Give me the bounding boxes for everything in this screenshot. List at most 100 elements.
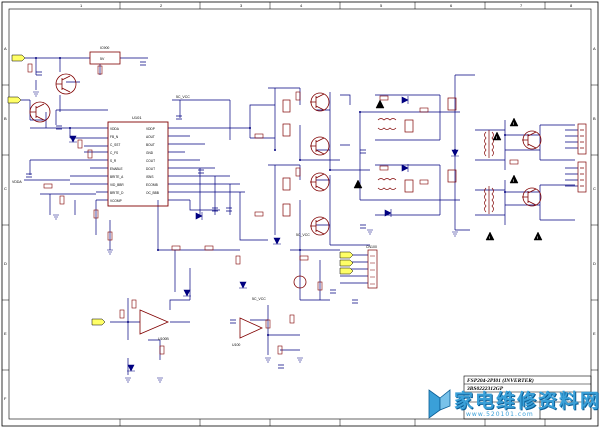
- ic-pin-left: ENABLE: [110, 167, 123, 171]
- ic-pin-left: C_FS: [110, 151, 118, 155]
- cn100-body: [367, 249, 378, 289]
- warning-triangle-icon: [492, 131, 502, 141]
- vcc-label: 5C_VCC: [252, 297, 266, 301]
- opamp-ref: U100: [232, 343, 240, 347]
- watermark: 家电维修资料网 www.520101.com: [426, 384, 599, 424]
- ic-pin-right: AOUT: [146, 135, 155, 139]
- ic-u101-ref: U101: [132, 115, 142, 120]
- svg-text:!: !: [489, 235, 490, 240]
- warning-triangle-icon: [353, 179, 363, 189]
- col-label: 5: [380, 3, 383, 8]
- warning-marks: !!! !!: [489, 121, 538, 240]
- col-label: 6: [450, 3, 453, 8]
- junctions: [35, 57, 506, 336]
- ic-pin-left: BRITE_A: [110, 175, 124, 179]
- ic-pin-right: DOUT: [146, 167, 155, 171]
- row-label: D: [4, 261, 7, 266]
- regulator-body: [89, 51, 121, 65]
- warning-triangle-icon: [485, 231, 495, 241]
- wires: [18, 57, 578, 375]
- row-label: D: [593, 261, 596, 266]
- regulator-ref: IC900: [100, 46, 109, 50]
- row-label: F: [593, 396, 596, 401]
- border-rows-left: A B C D E F: [4, 46, 7, 401]
- row-label: C: [4, 186, 7, 191]
- net-labels: 5C_VCC 5C_VCC 5C_VCC VDDA: [12, 95, 310, 301]
- col-label: 7: [520, 3, 523, 8]
- watermark-text: 家电维修资料网: [454, 390, 600, 412]
- row-label: B: [4, 116, 7, 121]
- warning-triangle-icon: [509, 117, 519, 127]
- vcc-label: 5C_VCC: [176, 95, 190, 99]
- svg-text:!: !: [513, 121, 514, 126]
- col-label: 2: [160, 3, 163, 8]
- row-label: E: [593, 331, 596, 336]
- warning-triangle-icon: [375, 99, 385, 109]
- vdda-label: VDDA: [12, 180, 22, 184]
- svg-text:!: !: [496, 135, 497, 140]
- ic-pin-right: COUT: [146, 159, 155, 163]
- port-tag: [339, 267, 354, 275]
- regulator-ic900: IC900 5V: [89, 46, 121, 65]
- watermark-logo-icon: [428, 389, 451, 419]
- row-label: E: [4, 331, 7, 336]
- ic-pin-right: GND: [146, 151, 154, 155]
- ic-u101: U101 VDDA FB_N C_SST C_FS S_R ENABLE BRI…: [107, 115, 169, 207]
- cn100-ref: CN100: [366, 245, 377, 249]
- ic-pin-right: ISNS: [146, 175, 153, 179]
- row-label: A: [4, 46, 7, 51]
- ic-pin-right: BOUT: [146, 143, 155, 147]
- warning-icons: [353, 99, 543, 241]
- ic-pin-right: VDDP: [146, 127, 155, 131]
- svg-text:!: !: [513, 178, 514, 183]
- col-label: 1: [80, 3, 83, 8]
- port-tag: [11, 54, 26, 62]
- inner-frame: [8, 8, 592, 420]
- transistor-q-lower-mid: [293, 275, 307, 289]
- regulator-label: 5V: [100, 57, 105, 61]
- transistor-leads: [30, 75, 537, 235]
- col-label: 8: [570, 3, 573, 8]
- port-tags: [7, 54, 354, 326]
- ic-u101-body: [107, 121, 169, 207]
- transformers: [377, 118, 494, 214]
- ic-pin-left: C_SST: [110, 143, 120, 147]
- port-tag: [7, 96, 22, 104]
- title-block: FSP204-2PI01 (INVERTER) 3BS0222312GP: [465, 376, 595, 424]
- output-connectors: [577, 123, 587, 193]
- opamp-symbol: [139, 309, 170, 335]
- output-connector-upper: [577, 123, 587, 155]
- title-block-subtitle: 3BS0222312GP: [467, 386, 504, 392]
- row-label: A: [593, 46, 596, 51]
- opamp-u100: U100: [232, 317, 263, 347]
- title-block-title: FSP204-2PI01 (INVERTER): [467, 378, 534, 384]
- ic-pin-left: VDDA: [110, 127, 120, 131]
- svg-text:!: !: [537, 235, 538, 240]
- ic-pin-left: VCOMP: [110, 199, 122, 203]
- border-columns-top: 1 2 3 4 5 6 7 8: [80, 3, 573, 8]
- port-tag: [339, 251, 354, 259]
- ic-pin-right: ECOMB: [146, 183, 158, 187]
- opamp-symbol: [239, 317, 263, 339]
- row-label: F: [4, 396, 7, 401]
- warning-triangle-icon: [533, 231, 543, 241]
- watermark-url: www.520101.com: [466, 411, 534, 418]
- ic-pin-right: OC_BBB: [146, 191, 159, 195]
- ic-pin-left: FB_N: [110, 135, 119, 139]
- grounds: [33, 91, 458, 383]
- row-label: C: [593, 186, 596, 191]
- row-label: B: [593, 116, 596, 121]
- vcc-label: 5C_VCC: [296, 233, 310, 237]
- port-tag: [91, 318, 106, 326]
- opamp-ref: U100B: [158, 337, 169, 341]
- mosfets: [282, 97, 457, 217]
- resistors: [27, 63, 519, 355]
- warning-triangle-icon: [509, 174, 519, 184]
- ic-pin-left: S_R: [110, 159, 117, 163]
- title-block-frame: [463, 375, 592, 420]
- cn100-connector: CN100: [366, 245, 378, 289]
- transistors: [29, 73, 542, 289]
